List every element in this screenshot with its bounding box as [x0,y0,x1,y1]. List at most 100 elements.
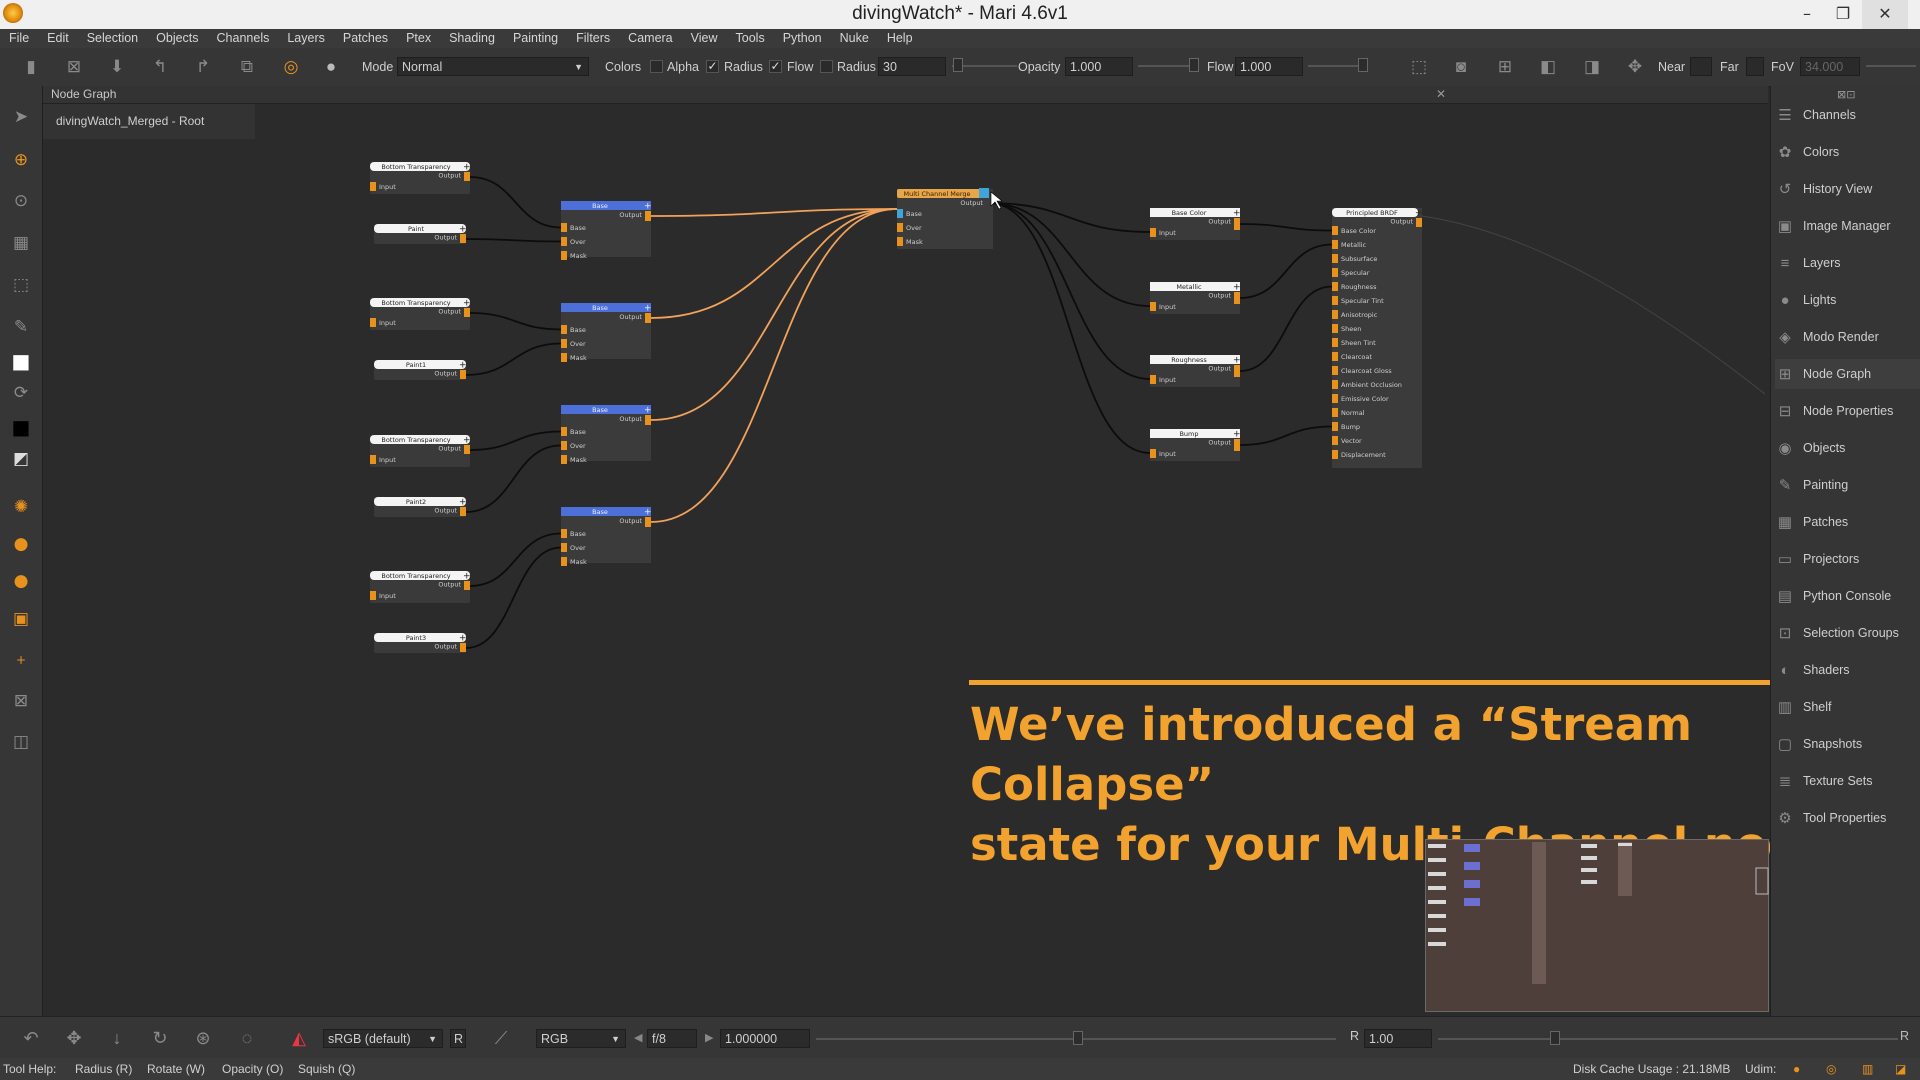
palette-item-objects[interactable]: ◉Objects [1775,433,1920,463]
input-port[interactable] [1332,380,1338,389]
output-port[interactable] [464,581,470,590]
input-port[interactable] [561,237,567,246]
input-port[interactable] [897,223,903,232]
colorspace-select[interactable]: sRGB (default)▼ [323,1029,443,1048]
gain-reset-label[interactable]: R [1900,1029,1910,1043]
drop-down-arrow-icon[interactable]: ↓ [112,1028,122,1048]
close-project-icon[interactable]: ⊠ [66,57,82,76]
fstop-field[interactable]: f/8 [647,1029,697,1048]
output-port[interactable] [464,445,470,454]
material-ball-icon[interactable]: ● [13,571,29,591]
raw-toggle[interactable]: R [450,1029,466,1048]
panel-close-icon[interactable]: ✕ [1435,87,1446,101]
input-port[interactable] [897,209,903,218]
input-port[interactable] [1332,408,1338,417]
foreground-color-swatch[interactable]: ■ [11,349,31,373]
exposure-slider-handle[interactable] [1073,1031,1083,1045]
status-bucket-icon[interactable]: ◪ [1895,1062,1907,1076]
input-port[interactable] [1332,226,1338,235]
node-p1[interactable]: Paint1+Output [374,360,467,380]
projector-tool-icon[interactable]: ▣ [12,609,30,629]
input-port[interactable] [561,251,567,260]
input-port[interactable] [561,339,567,348]
background-color-swatch[interactable]: ■ [11,415,31,439]
menu-channels[interactable]: Channels [216,31,270,45]
input-port[interactable] [561,441,567,450]
camera-view-icon[interactable]: ◙ [1455,57,1467,76]
input-port[interactable] [1332,282,1338,291]
radius-slider[interactable] [952,65,1017,67]
radius-checkbox[interactable]: ✓ [769,59,782,73]
orbit-icon[interactable]: ⊛ [195,1028,211,1048]
input-port[interactable] [561,543,567,552]
output-port[interactable] [1234,292,1240,304]
new-project-icon[interactable]: ▮ [26,57,36,76]
input-port[interactable] [1332,296,1338,305]
maximize-button[interactable]: ❐ [1835,4,1851,23]
select-tool-icon[interactable]: ➤ [13,107,29,127]
palette-item-modo-render[interactable]: ◈Modo Render [1775,322,1920,352]
output-port[interactable] [464,308,470,317]
move-icon[interactable]: ✥ [66,1028,82,1048]
input-port[interactable] [370,591,376,600]
input-port[interactable] [1332,240,1338,249]
node-p0[interactable]: Paint+Output [374,224,467,244]
marquee-tool-icon[interactable]: ⬚ [12,275,30,295]
minimize-button[interactable]: – [1803,4,1811,23]
default-colors-icon[interactable]: ◩ [12,449,30,469]
input-port[interactable] [1332,324,1338,333]
palette-item-node-graph[interactable]: ⊞Node Graph [1775,359,1920,389]
flow-slider[interactable] [1308,65,1368,67]
input-port[interactable] [370,182,376,191]
output-port[interactable] [645,313,651,323]
menu-layers[interactable]: Layers [287,31,325,45]
input-port[interactable] [561,353,567,362]
output-port[interactable] [460,234,466,243]
input-port[interactable] [561,427,567,436]
color-wheel-icon[interactable]: ◭ [292,1028,306,1048]
menu-python[interactable]: Python [782,31,822,45]
palette-item-history-view[interactable]: ↺History View [1775,174,1920,204]
rotate-icon[interactable]: ↻ [152,1028,168,1048]
menu-objects[interactable]: Objects [156,31,199,45]
input-port[interactable] [561,223,567,232]
input-port[interactable] [897,237,903,246]
close-button[interactable]: ✕ [1862,0,1908,29]
palette-item-patches[interactable]: ▦Patches [1775,507,1920,537]
input-port[interactable] [1150,228,1156,237]
far-field[interactable] [1746,57,1764,76]
input-port[interactable] [1332,254,1338,263]
palette-item-channels[interactable]: ☰Channels [1775,100,1920,130]
paint-through-icon[interactable]: ⊕ [13,150,29,170]
palette-item-selection-groups[interactable]: ⊡Selection Groups [1775,618,1920,648]
output-port[interactable] [460,370,466,379]
fov-field[interactable]: 34.000 [1800,57,1860,76]
flow-slider-handle[interactable] [1358,58,1368,72]
archive-icon[interactable]: ⧉ [240,57,254,76]
patch-tool-icon[interactable]: ▦ [12,233,30,253]
gain-field[interactable]: 1.00 [1364,1029,1432,1048]
mode-select[interactable]: Normal▼ [397,57,589,76]
menu-tools[interactable]: Tools [735,31,765,45]
frame-tool-icon[interactable]: ◫ [12,732,30,752]
palette-dock-icon[interactable]: ⊠⊡ [1837,88,1856,101]
menu-camera[interactable]: Camera [628,31,673,45]
undo-history-icon[interactable]: ↰ [152,57,168,76]
opacity-field[interactable]: 1.000 [1065,57,1133,76]
channel-mode-select[interactable]: RGB▼ [536,1029,626,1048]
navigate-icon[interactable]: ✥ [1627,57,1643,76]
curve-icon[interactable]: ⟋ [494,1028,508,1048]
output-port[interactable] [464,172,470,181]
input-port[interactable] [1332,450,1338,459]
palette-item-projectors[interactable]: ▭Projectors [1775,544,1920,574]
fstop-decrease-icon[interactable]: ◀ [634,1032,643,1044]
node-graph-minimap[interactable] [1425,839,1769,1012]
palette-item-node-properties[interactable]: ⊟Node Properties [1775,396,1920,426]
input-port[interactable] [1332,436,1338,445]
